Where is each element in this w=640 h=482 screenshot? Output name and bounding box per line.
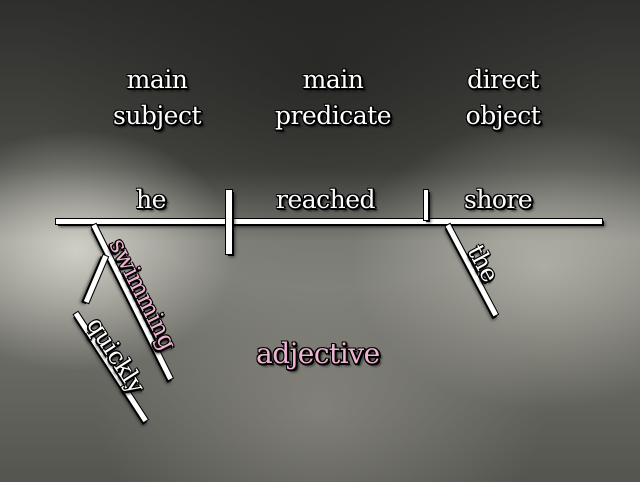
header-main-subject: main subject (112, 65, 202, 130)
header-main-predicate: main predicate (275, 65, 392, 130)
header-direct-object: direct object (465, 65, 541, 130)
annotation-adjective: adjective (256, 337, 380, 370)
word-object: shore (464, 185, 533, 214)
word-verb: reached (276, 185, 376, 214)
word-subject: he (136, 185, 166, 214)
verb-object-divider (424, 190, 428, 220)
diagram-baseline (56, 219, 602, 224)
subject-verb-divider (226, 190, 232, 254)
